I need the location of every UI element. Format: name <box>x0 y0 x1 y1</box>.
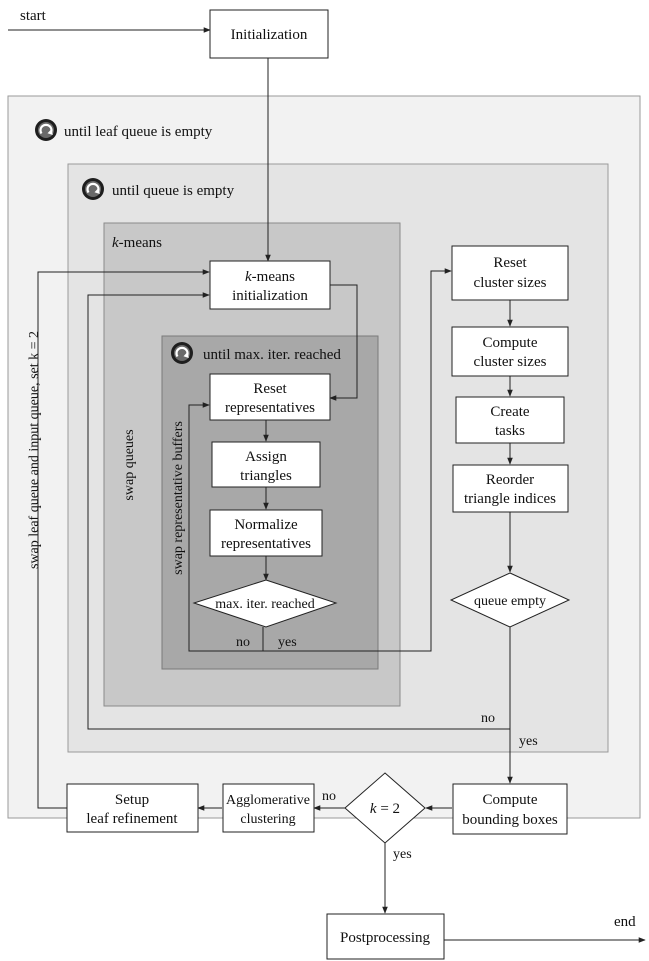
svg-text:Setup: Setup <box>115 792 149 808</box>
edge-label-no-queue: no <box>481 711 495 726</box>
svg-text:cluster sizes: cluster sizes <box>474 354 547 370</box>
edge-label-no-inner: no <box>236 635 250 650</box>
reset-representatives-box: Reset representatives <box>209 373 331 421</box>
svg-text:initialization: initialization <box>232 288 308 304</box>
svg-text:Create: Create <box>490 404 529 420</box>
svg-text:Reset: Reset <box>493 255 527 271</box>
svg-text:Assign: Assign <box>245 449 287 465</box>
kmeans-region-title: k-means <box>112 235 162 251</box>
normalize-representatives-box: Normalize representatives <box>209 509 323 557</box>
svg-text:Postprocessing: Postprocessing <box>340 930 431 946</box>
edge-label-yes-queue: yes <box>519 734 538 749</box>
svg-text:queue empty: queue empty <box>474 594 546 609</box>
start-label: start <box>20 8 47 24</box>
edge-label-no-k: no <box>322 789 336 804</box>
svg-text:bounding boxes: bounding boxes <box>462 812 558 828</box>
k-equals-2-decision: k = 2 <box>344 772 426 844</box>
create-tasks-box: Create tasks <box>455 396 565 444</box>
loop-leaf-cycle-icon <box>33 117 59 143</box>
agglomerative-clustering-box: Agglomerative clustering <box>222 783 315 833</box>
loop-queue-title: until queue is empty <box>112 183 235 199</box>
svg-text:representatives: representatives <box>225 400 315 416</box>
svg-text:leaf refinement: leaf refinement <box>86 811 178 827</box>
loop-queue-cycle-icon <box>80 176 106 202</box>
svg-text:cluster sizes: cluster sizes <box>474 275 547 291</box>
kmeans-initialization-box: k-means initialization <box>209 260 331 310</box>
queue-empty-decision: queue empty <box>449 572 571 628</box>
assign-triangles-box: Assign triangles <box>211 441 321 488</box>
initialization-box: Initialization <box>209 9 329 59</box>
svg-text:Agglomerative: Agglomerative <box>226 793 310 808</box>
svg-text:Reorder: Reorder <box>486 472 534 488</box>
svg-text:triangle indices: triangle indices <box>464 491 556 507</box>
compute-cluster-sizes-box: Compute cluster sizes <box>451 326 569 377</box>
swap-queues-label: swap queues <box>122 429 137 500</box>
svg-text:tasks: tasks <box>495 423 525 439</box>
svg-text:max. iter. reached: max. iter. reached <box>215 597 315 612</box>
swap-repr-label: swap representative buffers <box>171 421 186 575</box>
loop-leaf-title: until leaf queue is empty <box>64 124 213 140</box>
max-iter-decision: max. iter. reached <box>192 579 338 628</box>
postprocessing-box: Postprocessing <box>326 913 445 960</box>
edges <box>8 27 646 943</box>
reset-cluster-sizes-box: Reset cluster sizes <box>451 245 569 301</box>
edge-label-yes-k: yes <box>393 847 412 862</box>
compute-bounding-boxes-box: Compute bounding boxes <box>452 783 568 835</box>
svg-text:Reset: Reset <box>253 381 287 397</box>
edge-no-to-kmeans <box>87 292 510 730</box>
svg-text:k-means: k-means <box>245 269 295 285</box>
setup-leaf-refinement-box: Setup leaf refinement <box>66 783 199 833</box>
edge-setup-loopback <box>37 269 210 809</box>
svg-text:representatives: representatives <box>221 536 311 552</box>
end-label: end <box>614 914 636 930</box>
reorder-triangle-indices-box: Reorder triangle indices <box>452 464 569 513</box>
svg-text:Compute: Compute <box>483 792 538 808</box>
edge-kmeans-reset-repr <box>329 284 358 401</box>
svg-text:clustering: clustering <box>240 812 295 827</box>
kmeans-title-rest: -means <box>119 235 162 251</box>
kmeans-title-k: k <box>112 235 119 251</box>
svg-text:Normalize: Normalize <box>234 517 298 533</box>
svg-text:triangles: triangles <box>240 468 292 484</box>
svg-text:k = 2: k = 2 <box>370 801 400 817</box>
edge-label-yes-inner: yes <box>278 635 297 650</box>
edge-yes-reset-cluster <box>263 268 452 652</box>
swap-outer-label: swap leaf queue and input queue, set k =… <box>27 331 42 569</box>
svg-text:Initialization: Initialization <box>231 27 308 43</box>
loop-iter-cycle-icon <box>169 340 195 366</box>
svg-text:Compute: Compute <box>483 335 538 351</box>
edge-no-loopback <box>188 402 263 652</box>
loop-iter-title: until max. iter. reached <box>203 347 341 363</box>
